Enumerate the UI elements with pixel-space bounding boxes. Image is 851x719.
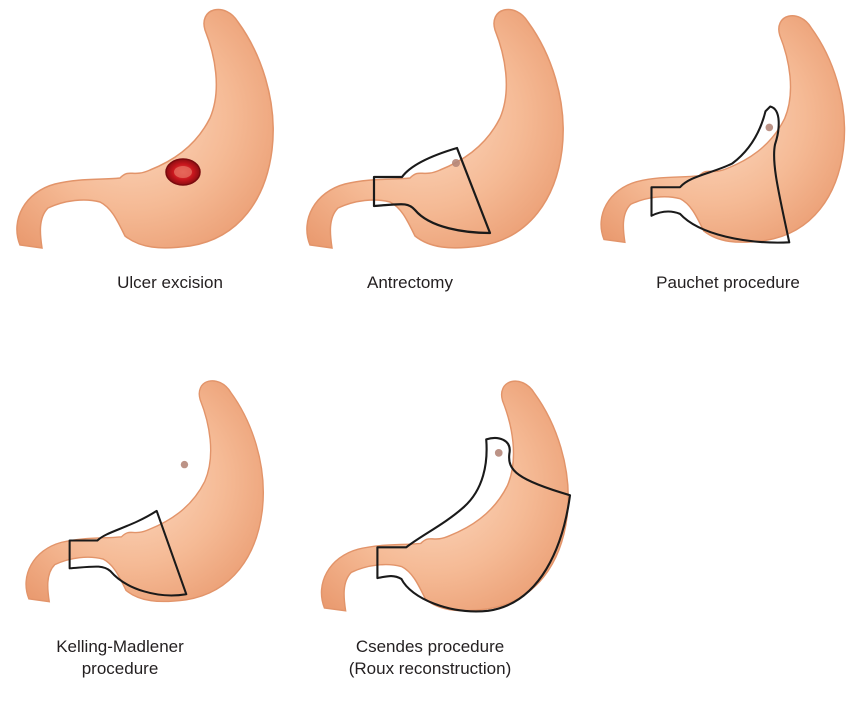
caption-line: Antrectomy	[280, 272, 540, 294]
caption-kelling-madlener: Kelling-Madlener procedure	[0, 636, 240, 680]
caption-line: Pauchet procedure	[605, 272, 851, 294]
panel-ulcer-excision: Ulcer excision	[0, 0, 280, 320]
caption-line: Ulcer excision	[60, 272, 280, 294]
caption-line: procedure	[0, 658, 240, 680]
panel-kelling-madlener: Kelling-Madlener procedure	[0, 372, 280, 719]
stomach-shape	[601, 16, 844, 243]
caption-line: Kelling-Madlener	[0, 636, 240, 658]
panel-csendes: Csendes procedure (Roux reconstruction)	[295, 372, 585, 719]
caption-line: (Roux reconstruction)	[295, 658, 565, 680]
stomach-shape	[321, 381, 568, 611]
ulcer-spot-icon	[766, 124, 774, 132]
stomach-illustration	[295, 372, 585, 632]
caption-line: Csendes procedure	[295, 636, 565, 658]
stomach-shape	[307, 10, 563, 249]
stomach-shape	[17, 10, 273, 249]
caption-pauchet: Pauchet procedure	[605, 272, 851, 294]
caption-ulcer-excision: Ulcer excision	[60, 272, 280, 294]
stomach-illustration	[585, 0, 851, 270]
stomach-illustration	[0, 372, 280, 622]
stomach-illustration	[290, 0, 570, 270]
stomach-illustration	[0, 0, 280, 270]
ulcer-spot-icon	[495, 449, 503, 457]
caption-csendes: Csendes procedure (Roux reconstruction)	[295, 636, 565, 680]
ulcer-crater-icon	[174, 166, 192, 178]
stomach-shape	[26, 381, 263, 602]
ulcer-spot-icon	[452, 159, 460, 167]
ulcer-spot-icon	[181, 461, 188, 468]
caption-antrectomy: Antrectomy	[280, 272, 540, 294]
panel-pauchet: Pauchet procedure	[585, 0, 851, 320]
panel-antrectomy: Antrectomy	[290, 0, 570, 320]
